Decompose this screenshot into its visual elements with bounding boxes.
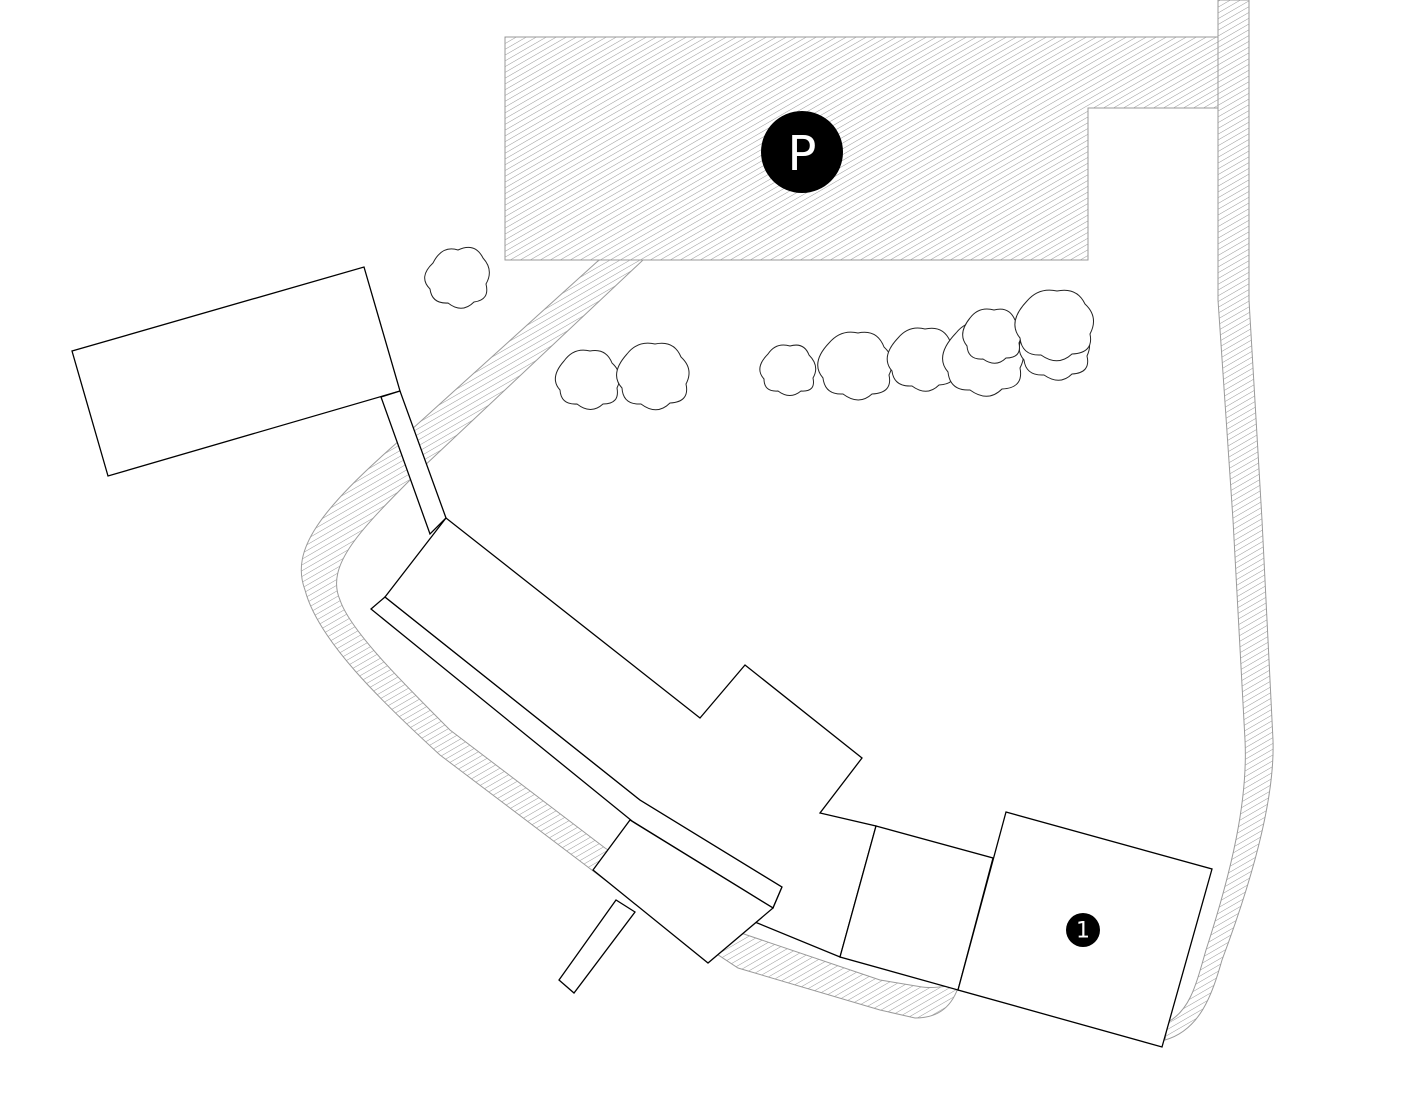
number-badge — [1066, 913, 1100, 947]
building-one-marker[interactable]: 1 — [1066, 913, 1100, 947]
tree — [424, 246, 490, 309]
tree — [554, 349, 621, 410]
tree — [817, 331, 893, 401]
parking-label: P — [788, 126, 817, 182]
parking-lot — [504, 36, 1219, 261]
tree — [1014, 289, 1095, 362]
access-road-east — [1164, 0, 1274, 1041]
parking-icon — [761, 111, 843, 193]
building-northwest — [71, 266, 401, 477]
entrance-walkway — [558, 899, 636, 994]
parking-marker[interactable]: P — [761, 111, 843, 193]
tree — [616, 342, 690, 411]
tree-group — [424, 246, 1095, 411]
entrance-pavilion — [592, 819, 775, 964]
building-one-label: 1 — [1076, 919, 1090, 944]
tree — [759, 344, 817, 396]
tree — [962, 308, 1022, 364]
